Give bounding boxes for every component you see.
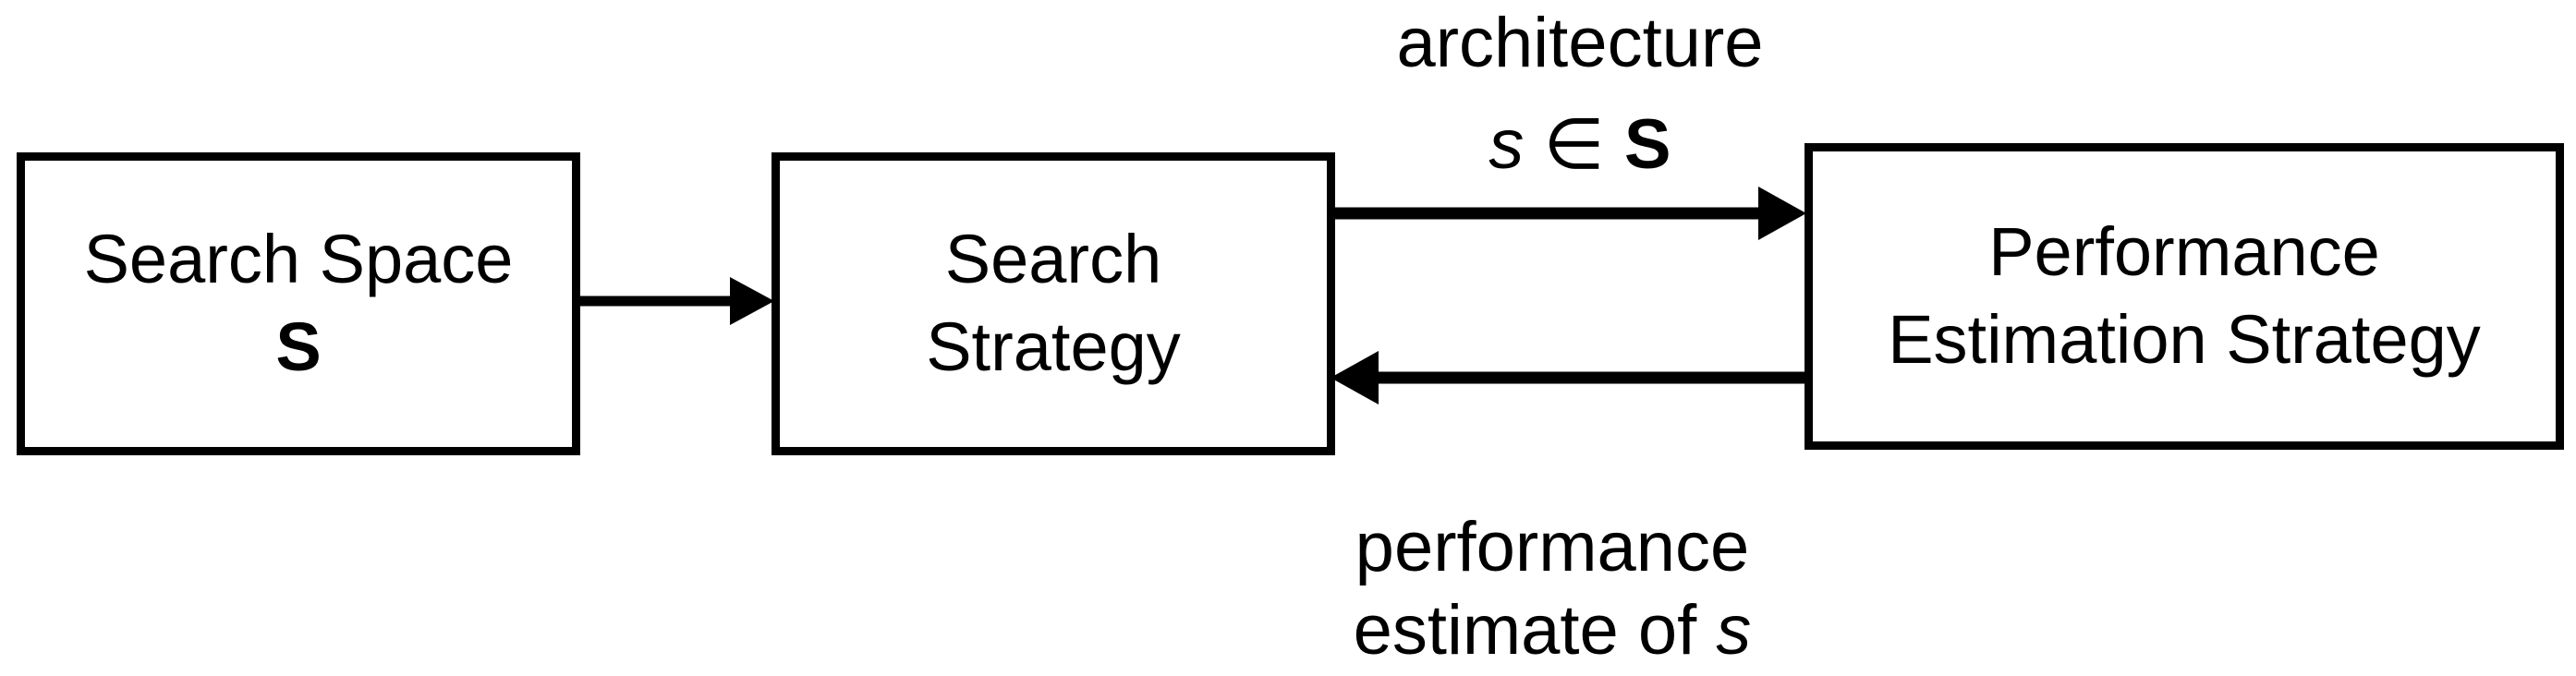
- node-performance-estimation-line2: Estimation Strategy: [1888, 301, 2481, 378]
- edge-label-spacer-2: [1605, 105, 1624, 184]
- node-performance-estimation-line1: Performance: [1988, 213, 2380, 291]
- arrow-head-right: [730, 277, 774, 325]
- arrow-head-right: [1758, 187, 1806, 240]
- edge-label-architecture-text: architecture: [1396, 4, 1764, 82]
- arrow-performance-estimation-to-search-strategy: [1331, 351, 1806, 404]
- node-search-strategy-line1: Search: [944, 221, 1162, 298]
- arrow-search-strategy-to-performance-estimation: [1328, 187, 1806, 240]
- node-performance-estimation-strategy: Performance Estimation Strategy: [1804, 143, 2564, 450]
- edge-label-estimate-of-text: estimate of: [1353, 591, 1697, 670]
- edge-label-spacer-3: [1696, 591, 1716, 670]
- node-search-strategy: Search Strategy: [772, 152, 1335, 455]
- edge-label-architecture: architecture: [1229, 2, 1931, 85]
- edge-label-S-set: S: [1623, 105, 1671, 184]
- arrow-head-left: [1331, 351, 1379, 404]
- node-search-space-line1: Search Space: [83, 221, 514, 298]
- node-search-strategy-line2: Strategy: [926, 308, 1181, 385]
- edge-label-s-in-S: s ∈ S: [1229, 103, 1931, 187]
- edge-label-spacer-1: [1524, 105, 1543, 184]
- edge-label-performance: performance: [1201, 506, 1903, 589]
- edge-label-performance-text: performance: [1355, 508, 1750, 586]
- edge-label-estimate-s-variable: s: [1716, 591, 1752, 670]
- edge-label-element-of-icon: ∈: [1543, 105, 1605, 184]
- edge-label-estimate-of-s: estimate of s: [1201, 589, 1903, 672]
- edge-label-s-variable: s: [1488, 105, 1525, 184]
- arrow-search-space-to-search-strategy: [580, 277, 774, 325]
- node-search-space: Search Space S: [17, 152, 580, 455]
- node-search-space-symbol: S: [275, 308, 322, 385]
